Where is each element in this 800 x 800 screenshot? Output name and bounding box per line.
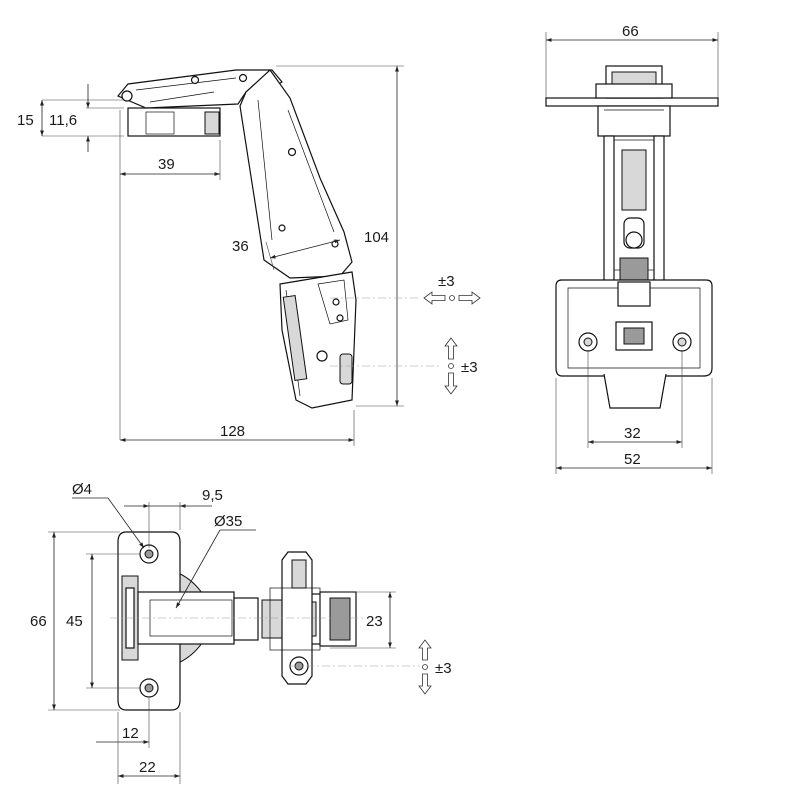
top-adj-vertical-label: ±3 xyxy=(435,660,452,677)
dim-104-label: 104 xyxy=(364,229,389,246)
dim-d4-label: Ø4 xyxy=(72,481,92,498)
vertical-adjust-arrow-icon xyxy=(444,337,458,395)
top-dim-66-label: 66 xyxy=(30,613,47,630)
top-view: Ø4 9,5 Ø35 66 45 23 12 22 xyxy=(30,481,452,784)
dim-39-label: 39 xyxy=(158,156,175,173)
side-inclined-arm xyxy=(239,69,353,279)
dim-45-label: 45 xyxy=(66,613,83,630)
side-hinge-cup xyxy=(279,271,357,409)
adj-vertical-label: ±3 xyxy=(461,359,478,376)
side-upper-arm xyxy=(117,69,283,109)
side-view: 15 11,6 39 36 104 128 ±3 xyxy=(17,65,481,446)
dim-128-label: 128 xyxy=(220,423,245,440)
front-dim-52-label: 52 xyxy=(624,451,641,468)
front-arms xyxy=(603,135,665,283)
dim-23-label: 23 xyxy=(366,613,383,630)
horizontal-adjust-arrow-icon xyxy=(423,291,481,305)
front-mounting-plate xyxy=(545,65,719,137)
top-arm xyxy=(137,591,357,647)
dim-36-label: 36 xyxy=(232,238,249,255)
front-dim-66-label: 66 xyxy=(622,23,639,40)
dim-12-label: 12 xyxy=(122,725,139,742)
front-dim-32-label: 32 xyxy=(624,425,641,442)
dim-11-6-label: 11,6 xyxy=(49,112,77,129)
dim-d35-label: Ø35 xyxy=(214,513,242,530)
dim-22-label: 22 xyxy=(139,759,156,776)
side-mounting-plate xyxy=(127,107,221,137)
adj-horizontal-label: ±3 xyxy=(438,273,455,290)
dim-9-5-label: 9,5 xyxy=(202,487,223,504)
front-cup-plate xyxy=(555,279,713,409)
top-vertical-adjust-arrow-icon xyxy=(418,639,432,695)
dim-15-label: 15 xyxy=(17,112,34,129)
front-view: 66 32 52 xyxy=(545,23,719,474)
